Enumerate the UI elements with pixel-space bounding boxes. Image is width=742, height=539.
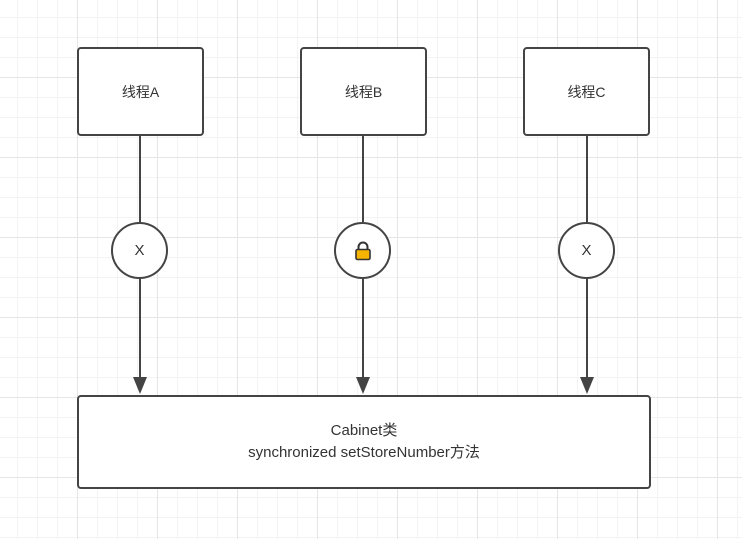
cabinet-class-node[interactable]: Cabinet类 synchronized setStoreNumber方法	[77, 395, 651, 489]
arrowhead-a	[133, 377, 147, 394]
gate-b-locked[interactable]	[334, 222, 391, 279]
lock-icon	[354, 241, 371, 260]
thread-b-label: 线程B	[344, 83, 383, 100]
arrowhead-c	[580, 377, 594, 394]
cabinet-class-title: Cabinet类	[330, 422, 398, 439]
x-mark-c: X	[581, 242, 592, 259]
x-mark-a: X	[134, 242, 145, 259]
thread-a-node[interactable]: 线程A	[77, 47, 204, 136]
gate-a-blocked[interactable]: X	[111, 222, 168, 279]
thread-c-node[interactable]: 线程C	[523, 47, 650, 136]
thread-b-node[interactable]: 线程B	[300, 47, 427, 136]
cabinet-method-label: synchronized setStoreNumber方法	[248, 444, 480, 461]
arrowhead-b	[356, 377, 370, 394]
gate-c-blocked[interactable]: X	[558, 222, 615, 279]
thread-a-label: 线程A	[121, 83, 160, 100]
thread-c-label: 线程C	[567, 83, 606, 100]
